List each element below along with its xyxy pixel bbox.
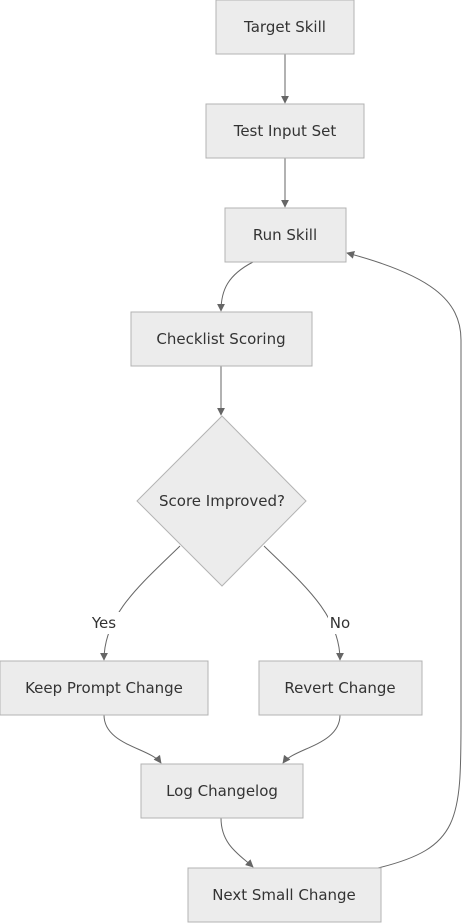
- node-target-skill: Target Skill: [215, 0, 355, 55]
- edges: [100, 54, 462, 869]
- node-test-input-set: Test Input Set: [205, 103, 365, 159]
- node-log-changelog-label: Log Changelog: [166, 782, 278, 800]
- node-revert-change-label: Revert Change: [284, 679, 395, 697]
- edge-decision-no: [263, 545, 344, 661]
- node-run-skill: Run Skill: [224, 207, 347, 263]
- node-log-changelog: Log Changelog: [140, 763, 304, 819]
- node-keep-prompt-change: Keep Prompt Change: [0, 660, 209, 716]
- node-revert-change: Revert Change: [258, 660, 423, 716]
- node-keep-prompt-change-label: Keep Prompt Change: [25, 679, 183, 697]
- node-run-skill-label: Run Skill: [253, 226, 317, 244]
- edge-label-no-text: No: [330, 614, 350, 632]
- edge-label-no: No: [328, 612, 353, 634]
- edge-keep-to-log: [103, 714, 162, 764]
- node-next-small-change: Next Small Change: [187, 867, 382, 923]
- edge-run-to-checklist: [217, 261, 254, 312]
- node-score-improved-label: Score Improved?: [159, 492, 285, 510]
- node-checklist-scoring-label: Checklist Scoring: [156, 330, 285, 348]
- node-target-skill-label: Target Skill: [243, 18, 326, 36]
- edge-log-to-next: [220, 817, 254, 868]
- edge-next-loop-to-run: [346, 250, 462, 869]
- node-test-input-set-label: Test Input Set: [233, 122, 337, 140]
- edge-revert-to-log: [282, 714, 341, 764]
- edge-label-yes: Yes: [89, 612, 120, 634]
- node-score-improved-decision: Score Improved?: [136, 415, 307, 587]
- edge-label-yes-text: Yes: [91, 614, 116, 632]
- node-next-small-change-label: Next Small Change: [212, 886, 356, 904]
- edge-decision-yes: [100, 545, 181, 661]
- node-checklist-scoring: Checklist Scoring: [130, 311, 313, 367]
